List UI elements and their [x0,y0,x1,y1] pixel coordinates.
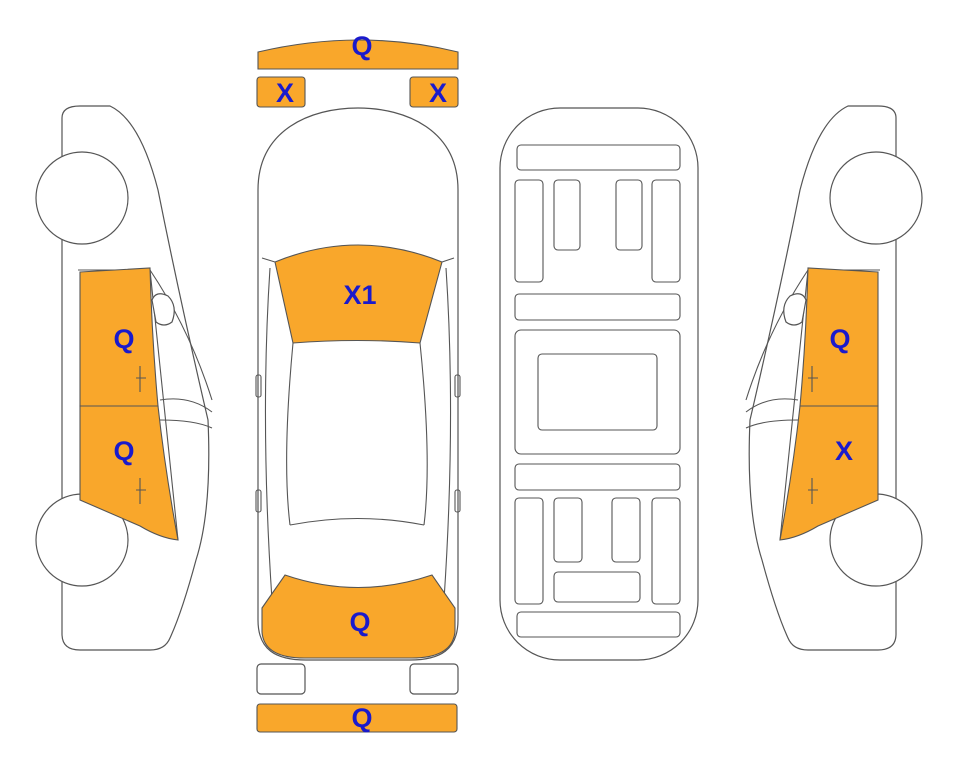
rear-bumper-label: Q [351,703,372,733]
taillight-right [409,663,459,695]
headlight-right-panel[interactable] [409,76,459,108]
headlight-left-label: X [276,78,294,108]
front-parts: Q X X [256,31,459,108]
headlight-right-label: X [429,78,447,108]
trunk-label: Q [349,607,370,637]
front-bumper-panel[interactable] [257,39,459,70]
right-rear-door-label: X [835,436,853,466]
hood-label: X1 [343,280,376,310]
left-rear-door-panel[interactable] [79,405,179,541]
right-side-view: Q X [745,105,923,651]
left-side-view: Q Q [35,105,213,651]
underside-body [499,107,699,661]
underside-view [499,107,699,661]
front-bumper-label: Q [351,31,372,61]
taillight-left [256,663,306,695]
right-rear-door-panel[interactable] [779,405,879,541]
left-rear-door-label: Q [113,436,134,466]
rear-parts: Q [256,663,459,733]
left-front-wheel [35,151,129,245]
top-view-car: X1 Q [255,107,461,661]
right-front-wheel [829,151,923,245]
headlight-left-panel[interactable] [256,76,306,108]
trunk-panel[interactable] [261,574,456,659]
left-front-door-label: Q [113,324,134,354]
right-front-door-label: Q [829,324,850,354]
rear-bumper-panel[interactable] [256,703,458,733]
